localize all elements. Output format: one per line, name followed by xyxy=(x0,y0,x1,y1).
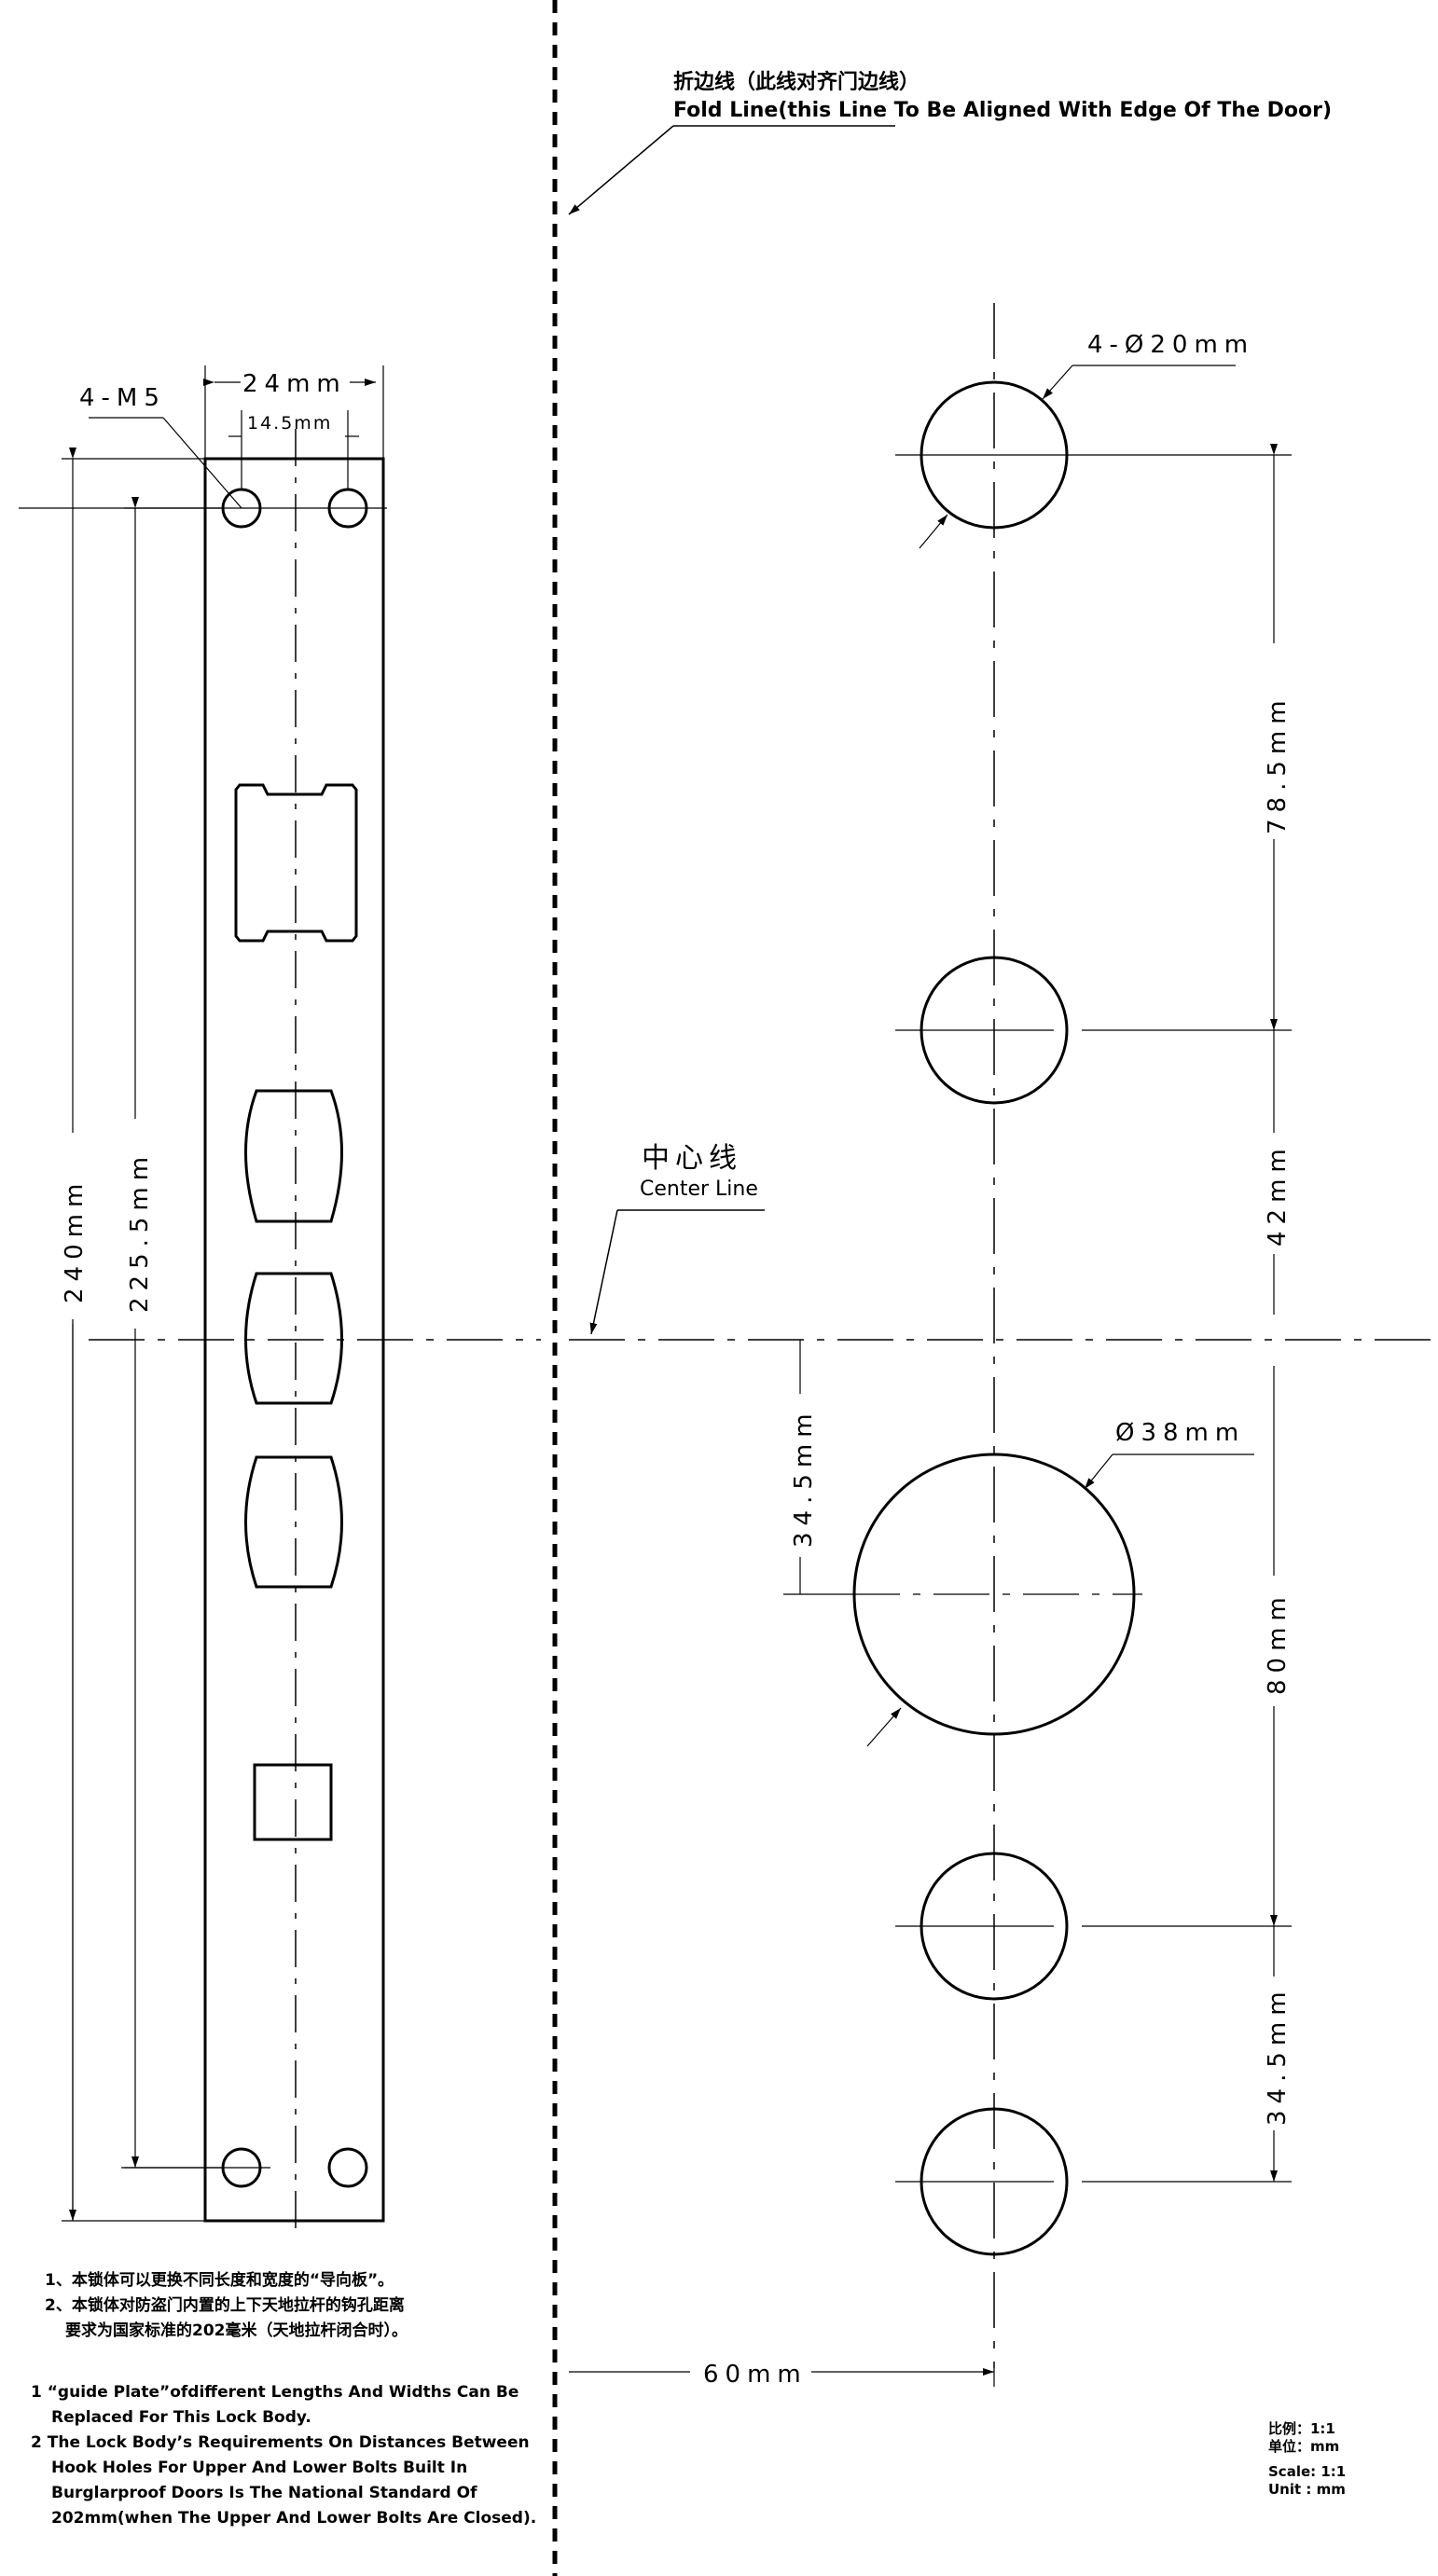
note-en-6: 202mm(when The Upper And Lower Bolts Are… xyxy=(51,2509,537,2528)
template-leaders: 4-Ø20mm Ø38mm xyxy=(866,331,1254,1747)
scale-block: 比例：1:1 单位：mm Scale: 1:1 Unit : mm xyxy=(1268,2420,1346,2499)
plate-width-label: 24mm xyxy=(242,370,347,398)
small-hole-label: 4-Ø20mm xyxy=(1087,331,1254,359)
note-en-1: 1 “guide Plate”ofdifferent Lengths And W… xyxy=(31,2383,519,2402)
template-vertical-dimensions: 78.5mm 42mm 80mm 34.5mm xyxy=(1264,444,1292,2182)
square-opening xyxy=(253,1763,333,1841)
large-hole-label: Ø38mm xyxy=(1115,1419,1245,1447)
fold-line-label-cn: 折边线（此线对齐门边线） xyxy=(673,70,919,94)
fold-line-arrow xyxy=(568,125,674,215)
note-cn-3: 要求为国家标准的202毫米（天地拉杆闭合时）。 xyxy=(65,2321,408,2340)
dim-78-5-label: 78.5mm xyxy=(1264,694,1292,834)
dim-34-5-left-label: 34.5mm xyxy=(790,1407,818,1548)
center-line-label-cn: 中心线 xyxy=(642,1142,742,1175)
note-en-4: Hook Holes For Upper And Lower Bolts Bui… xyxy=(51,2459,468,2477)
latch-cutout xyxy=(234,783,358,943)
faceplate-dimensions: 24mm 14.5mm 4-M5 240mm 225.5mm xyxy=(60,365,384,2222)
note-cn-1: 1、本锁体可以更换不同长度和宽度的“导向板”。 xyxy=(45,2271,394,2290)
dim-80-label: 80mm xyxy=(1264,1591,1292,1695)
plate-hole-spacing-label: 14.5mm xyxy=(247,413,332,434)
fold-line-label: 折边线（此线对齐门边线） Fold Line(this Line To Be A… xyxy=(568,70,1332,215)
unit-cn: 单位：mm xyxy=(1268,2438,1340,2455)
m5-hole-bottom-right xyxy=(327,2147,368,2188)
unit-en: Unit : mm xyxy=(1268,2481,1346,2498)
dim-60-label: 60mm xyxy=(703,2361,808,2389)
dim-60: 60mm xyxy=(569,2361,995,2389)
bolt-opening-3 xyxy=(244,1455,343,1589)
dim-34-5-left: 34.5mm xyxy=(783,1340,844,1595)
center-line-arrow xyxy=(589,1209,618,1335)
fold-line-label-en: Fold Line(this Line To Be Aligned With E… xyxy=(673,99,1332,122)
drill-template xyxy=(844,303,1292,2368)
bolt-opening-1 xyxy=(244,1089,343,1223)
dim-42-label: 42mm xyxy=(1264,1142,1292,1247)
center-line-group: 中心线 Center Line xyxy=(89,1142,1434,1341)
notes-cn: 1、本锁体可以更换不同长度和宽度的“导向板”。 2、本锁体对防盗门内置的上下天地… xyxy=(45,2268,408,2344)
bolt-opening-2 xyxy=(244,1272,343,1405)
note-en-3: 2 The Lock Body’s Requirements On Distan… xyxy=(31,2433,530,2452)
plate-height-label: 240mm xyxy=(61,1178,89,1303)
scale-cn: 比例：1:1 xyxy=(1268,2420,1335,2437)
center-line-label-en: Center Line xyxy=(640,1178,758,1201)
note-en-5: Burglarproof Doors Is The National Stand… xyxy=(51,2484,477,2502)
faceplate-outline xyxy=(203,457,385,2223)
note-en-2: Replaced For This Lock Body. xyxy=(51,2408,311,2427)
plate-hole-pitch-label: 225.5mm xyxy=(126,1150,154,1313)
scale-en: Scale: 1:1 xyxy=(1268,2463,1347,2480)
faceplate xyxy=(19,429,387,2233)
plate-hole-label: 4-M5 xyxy=(79,384,166,412)
notes-en: 1 “guide Plate”ofdifferent Lengths And W… xyxy=(31,2380,536,2531)
note-cn-2: 2、本锁体对防盗门内置的上下天地拉杆的钩孔距离 xyxy=(45,2296,405,2315)
dim-34-5-bottom-label: 34.5mm xyxy=(1264,1985,1292,2126)
